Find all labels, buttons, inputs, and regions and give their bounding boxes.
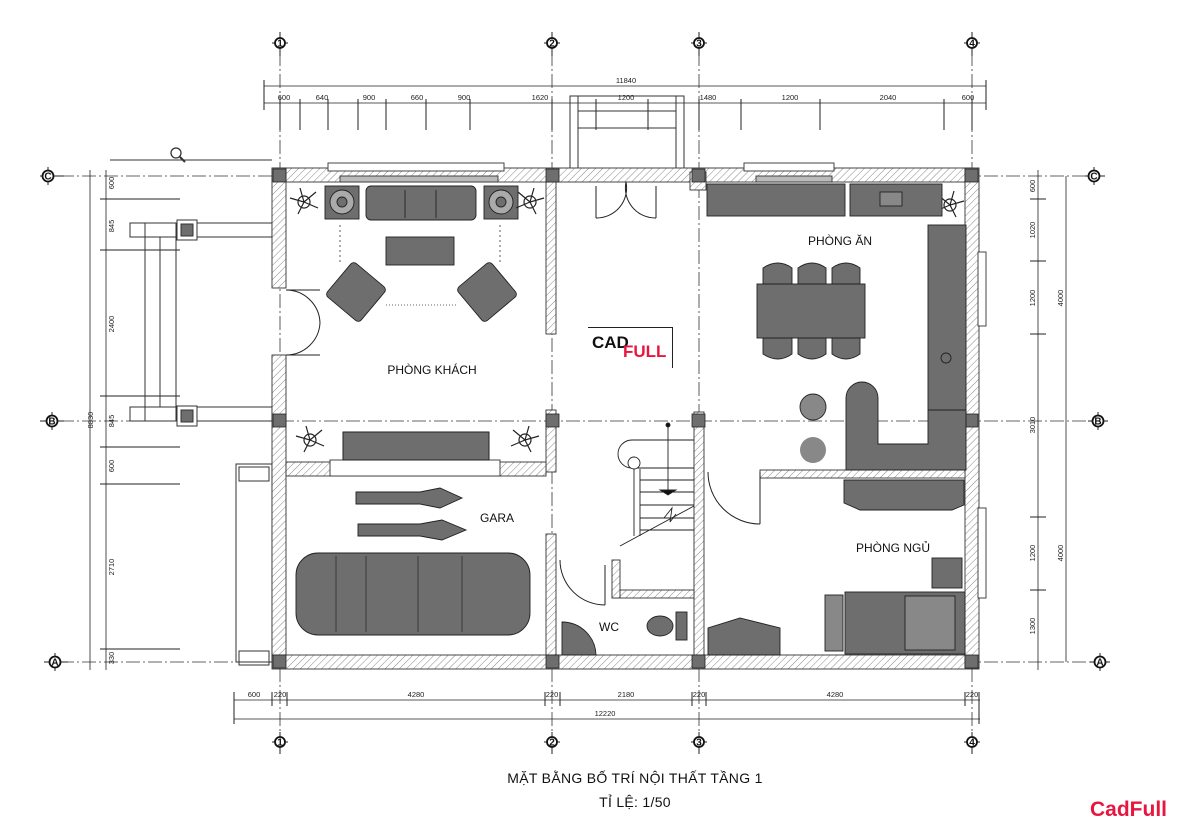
- columns: [272, 168, 979, 669]
- axis-marker-1: 1: [272, 32, 288, 56]
- porch-structure: [110, 147, 273, 666]
- svg-text:8830: 8830: [86, 412, 95, 429]
- svg-text:2040: 2040: [880, 93, 897, 102]
- room-label-dining: PHÒNG ĂN: [808, 233, 872, 248]
- svg-text:640: 640: [316, 93, 329, 102]
- doors: [285, 181, 761, 606]
- svg-text:4000: 4000: [1056, 290, 1065, 307]
- watermark-cad: CAD: [592, 333, 629, 352]
- svg-text:1620: 1620: [532, 93, 549, 102]
- watermark-full: FULL: [623, 342, 667, 361]
- svg-text:220: 220: [274, 690, 287, 699]
- dimension-lines: [89, 80, 1067, 724]
- svg-text:B: B: [48, 417, 55, 428]
- svg-text:2: 2: [549, 39, 555, 50]
- svg-text:C: C: [1090, 172, 1097, 183]
- staircase: [617, 422, 695, 547]
- svg-text:600: 600: [248, 690, 261, 699]
- svg-text:600: 600: [107, 460, 116, 473]
- axis-marker-3-bottom: 3: [691, 732, 707, 754]
- brand-logo: CadFull: [1090, 798, 1167, 821]
- room-labels: PHÒNG KHÁCH PHÒNG ĂN GARA WC PHÒNG NGỦ: [387, 233, 930, 634]
- svg-text:1300: 1300: [1028, 618, 1037, 635]
- svg-text:11840: 11840: [616, 76, 636, 85]
- kitchen-furniture: [706, 183, 967, 471]
- living-rug-fringe: [339, 225, 501, 306]
- axis-marker-2-bottom: 2: [544, 732, 560, 754]
- axis-marker-4: 4: [964, 32, 980, 56]
- svg-text:4280: 4280: [408, 690, 425, 699]
- svg-text:A: A: [1096, 658, 1103, 669]
- svg-text:2: 2: [549, 738, 555, 749]
- garage-vehicles: [295, 487, 531, 636]
- svg-text:1020: 1020: [1028, 222, 1037, 239]
- svg-text:845: 845: [107, 415, 116, 428]
- svg-text:4: 4: [969, 738, 975, 749]
- axis-marker-3: 3: [691, 32, 707, 56]
- axis-marker-a-right: A: [1090, 653, 1110, 671]
- drawing-title: MẶT BẰNG BỐ TRÍ NỘI THẤT TẦNG 1: [507, 770, 763, 786]
- bedroom-furniture: [707, 479, 966, 656]
- svg-text:600: 600: [278, 93, 291, 102]
- axis-marker-b-left: B: [40, 412, 64, 430]
- svg-text:845: 845: [107, 220, 116, 233]
- svg-text:1200: 1200: [1028, 545, 1037, 562]
- svg-text:1200: 1200: [618, 93, 635, 102]
- drawing-scale: TỈ LỆ: 1/50: [599, 794, 671, 810]
- svg-text:330: 330: [107, 652, 116, 665]
- svg-text:600: 600: [107, 177, 116, 190]
- svg-text:2710: 2710: [107, 559, 116, 576]
- svg-text:1200: 1200: [1028, 290, 1037, 307]
- svg-text:3010: 3010: [1028, 417, 1037, 434]
- tv-cabinet: [342, 431, 490, 461]
- svg-text:C: C: [44, 172, 51, 183]
- room-label-bedroom: PHÒNG NGỦ: [856, 540, 930, 555]
- svg-text:4000: 4000: [1056, 545, 1065, 562]
- windows: [327, 162, 987, 599]
- svg-text:3: 3: [696, 738, 702, 749]
- axis-markers: 1 2 3 4 1 2 3 4 C B A C B A: [40, 32, 1110, 754]
- svg-text:220: 220: [546, 690, 559, 699]
- wc-fixtures: [561, 611, 688, 656]
- entrance-portico: [569, 95, 685, 175]
- svg-text:600: 600: [1028, 180, 1037, 193]
- axis-marker-4-bottom: 4: [964, 732, 980, 754]
- axis-marker-b-right: B: [1088, 412, 1108, 430]
- axis-marker-c-right: C: [1085, 167, 1105, 185]
- cadfull-watermark: CAD FULL: [588, 327, 673, 368]
- svg-text:4: 4: [969, 39, 975, 50]
- svg-text:900: 900: [363, 93, 376, 102]
- svg-text:1: 1: [277, 39, 283, 50]
- svg-text:220: 220: [693, 690, 706, 699]
- svg-text:660: 660: [411, 93, 424, 102]
- svg-text:B: B: [1094, 417, 1101, 428]
- plant-icons: [289, 187, 965, 453]
- axis-marker-2: 2: [544, 32, 560, 56]
- svg-text:2400: 2400: [107, 316, 116, 333]
- svg-text:1: 1: [277, 738, 283, 749]
- room-label-garage: GARA: [480, 511, 514, 525]
- axis-marker-a-left: A: [44, 653, 68, 671]
- axis-marker-c-left: C: [40, 167, 64, 185]
- svg-text:220: 220: [966, 690, 979, 699]
- living-room-furniture: [324, 185, 519, 322]
- svg-text:12220: 12220: [595, 709, 616, 718]
- room-label-wc: WC: [599, 620, 619, 634]
- svg-text:4280: 4280: [827, 690, 844, 699]
- svg-text:3: 3: [696, 39, 702, 50]
- svg-text:A: A: [51, 658, 58, 669]
- svg-text:600: 600: [962, 93, 975, 102]
- svg-text:2180: 2180: [618, 690, 635, 699]
- dimension-labels: 11840 600 640 900 660 900 1620 1200 1480…: [86, 76, 1065, 718]
- axis-marker-1-bottom: 1: [272, 732, 288, 754]
- svg-text:1200: 1200: [782, 93, 799, 102]
- room-label-living: PHÒNG KHÁCH: [387, 362, 476, 377]
- svg-text:1480: 1480: [700, 93, 717, 102]
- svg-text:900: 900: [458, 93, 471, 102]
